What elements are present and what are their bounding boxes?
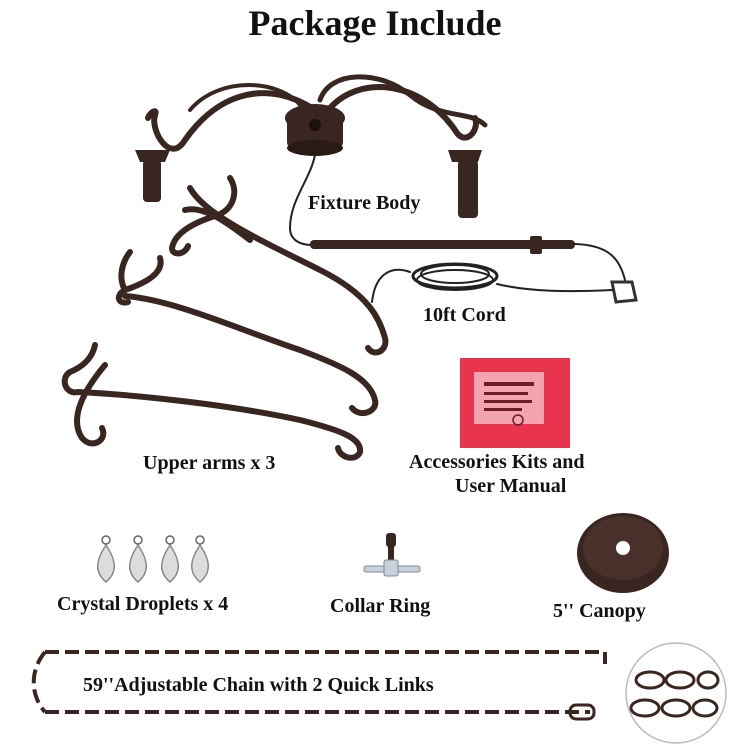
fixture-body-image bbox=[135, 74, 488, 246]
fixture-body-label: Fixture Body bbox=[308, 192, 421, 214]
upper-arms-image bbox=[61, 175, 389, 461]
accessories-label-line2: User Manual bbox=[455, 475, 567, 497]
canopy-image bbox=[577, 513, 669, 593]
collar-ring-image bbox=[363, 533, 421, 577]
crystal-droplets-image bbox=[97, 535, 209, 583]
canopy-label: 5'' Canopy bbox=[553, 600, 646, 622]
chain-detail-image bbox=[625, 642, 727, 744]
cord-image bbox=[310, 236, 638, 304]
upper-arms-label: Upper arms x 3 bbox=[143, 452, 276, 474]
crystal-droplets-label: Crystal Droplets x 4 bbox=[57, 593, 229, 615]
page-title: Package Include bbox=[248, 3, 502, 43]
chain-label: 59''Adjustable Chain with 2 Quick Links bbox=[83, 674, 434, 696]
collar-ring-label: Collar Ring bbox=[330, 595, 431, 617]
chain-image bbox=[31, 650, 607, 721]
cord-label: 10ft Cord bbox=[423, 304, 506, 326]
accessories-label-line1: Accessories Kits and bbox=[409, 451, 585, 473]
accessories-bag-image bbox=[460, 358, 570, 448]
